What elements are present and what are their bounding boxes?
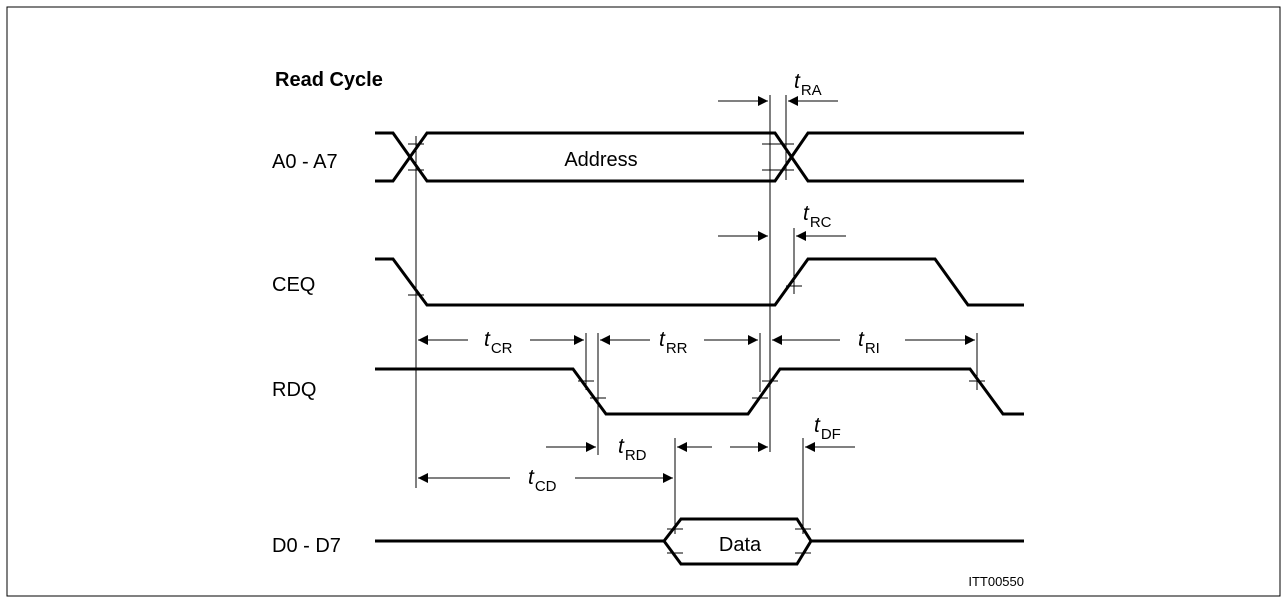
t-cr-label: tCR — [484, 328, 513, 357]
signal-label-d0-d7: D0 - D7 — [272, 535, 341, 557]
reference-lines — [415, 95, 978, 534]
address-bus-waveform — [375, 131, 1024, 183]
signal-label-a0-a7: A0 - A7 — [272, 151, 338, 173]
t-rc-label: tRC — [803, 202, 832, 231]
rdq-waveform — [375, 367, 1024, 416]
t-ri-label: tRI — [858, 328, 880, 357]
figure-code: ITT00550 — [968, 574, 1024, 589]
t-rr-label: tRR — [659, 328, 688, 357]
address-bus-label: Address — [564, 149, 637, 171]
t-df-label: tDF — [814, 414, 841, 443]
transition-ticks — [408, 143, 985, 554]
data-bus-waveform — [375, 517, 1024, 566]
t-cd-label: tCD — [528, 466, 557, 495]
data-bus-label: Data — [719, 534, 762, 556]
diagram-title: Read Cycle — [275, 69, 383, 91]
signal-label-ceq: CEQ — [272, 274, 315, 296]
signal-label-rdq: RDQ — [272, 379, 316, 401]
ceq-waveform — [375, 257, 1024, 307]
t-ra-label: tRA — [794, 70, 822, 99]
figure-frame — [6, 6, 1281, 597]
timing-arrows — [418, 96, 975, 483]
t-rd-label: tRD — [618, 435, 647, 464]
